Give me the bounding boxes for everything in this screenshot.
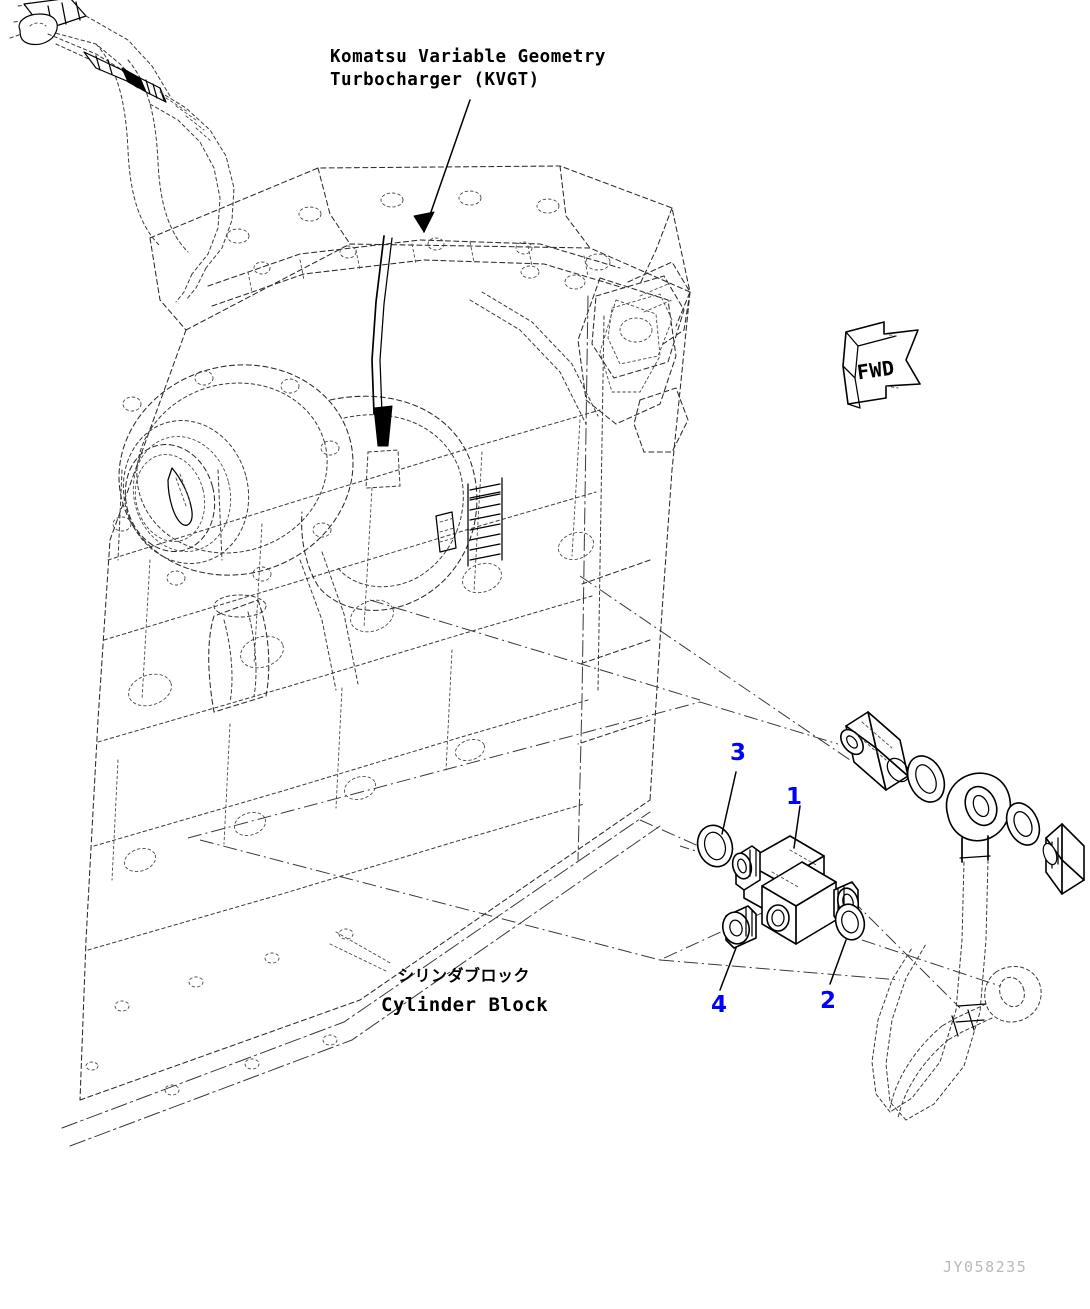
ribbed-tube bbox=[469, 491, 501, 499]
turbocharger-note-line2: Turbocharger (KVGT) bbox=[330, 70, 540, 90]
cylinder-block-label-jp: シリンダブロック bbox=[398, 966, 531, 985]
drawing-number: JY058235 bbox=[943, 1258, 1028, 1276]
assembly-reference-lines bbox=[187, 575, 1001, 1009]
upper-hose-assembly bbox=[9, 0, 235, 303]
turbocharger-assembly bbox=[112, 235, 625, 713]
block-rear-detail bbox=[591, 275, 689, 453]
callout-number-1[interactable]: 1 bbox=[786, 784, 803, 810]
callout-number-3[interactable]: 3 bbox=[730, 740, 747, 766]
part-o-ring-lower bbox=[834, 903, 866, 941]
fwd-direction-marker bbox=[842, 321, 921, 409]
part-plug bbox=[722, 905, 757, 949]
cylinder-block-outline bbox=[61, 165, 691, 1147]
cylinder-block-leader bbox=[329, 931, 393, 973]
turbocharger-note: Komatsu Variable Geometry Turbocharger (… bbox=[330, 46, 606, 92]
cylinder-block-label-en: Cylinder Block bbox=[381, 994, 549, 1016]
turbocharger-note-line1: Komatsu Variable Geometry bbox=[330, 47, 606, 67]
callout-leader-lines bbox=[719, 771, 847, 991]
callout-number-4[interactable]: 4 bbox=[711, 992, 728, 1018]
part-o-ring-upper bbox=[696, 824, 734, 868]
actuator-spring bbox=[467, 477, 503, 567]
hose-ferrule bbox=[121, 67, 167, 103]
banjo-fitting-assembly bbox=[840, 711, 1085, 1121]
callout-number-2[interactable]: 2 bbox=[820, 988, 837, 1014]
turbocharger-leader-arrow bbox=[413, 99, 471, 233]
valve-port-left bbox=[731, 845, 761, 891]
